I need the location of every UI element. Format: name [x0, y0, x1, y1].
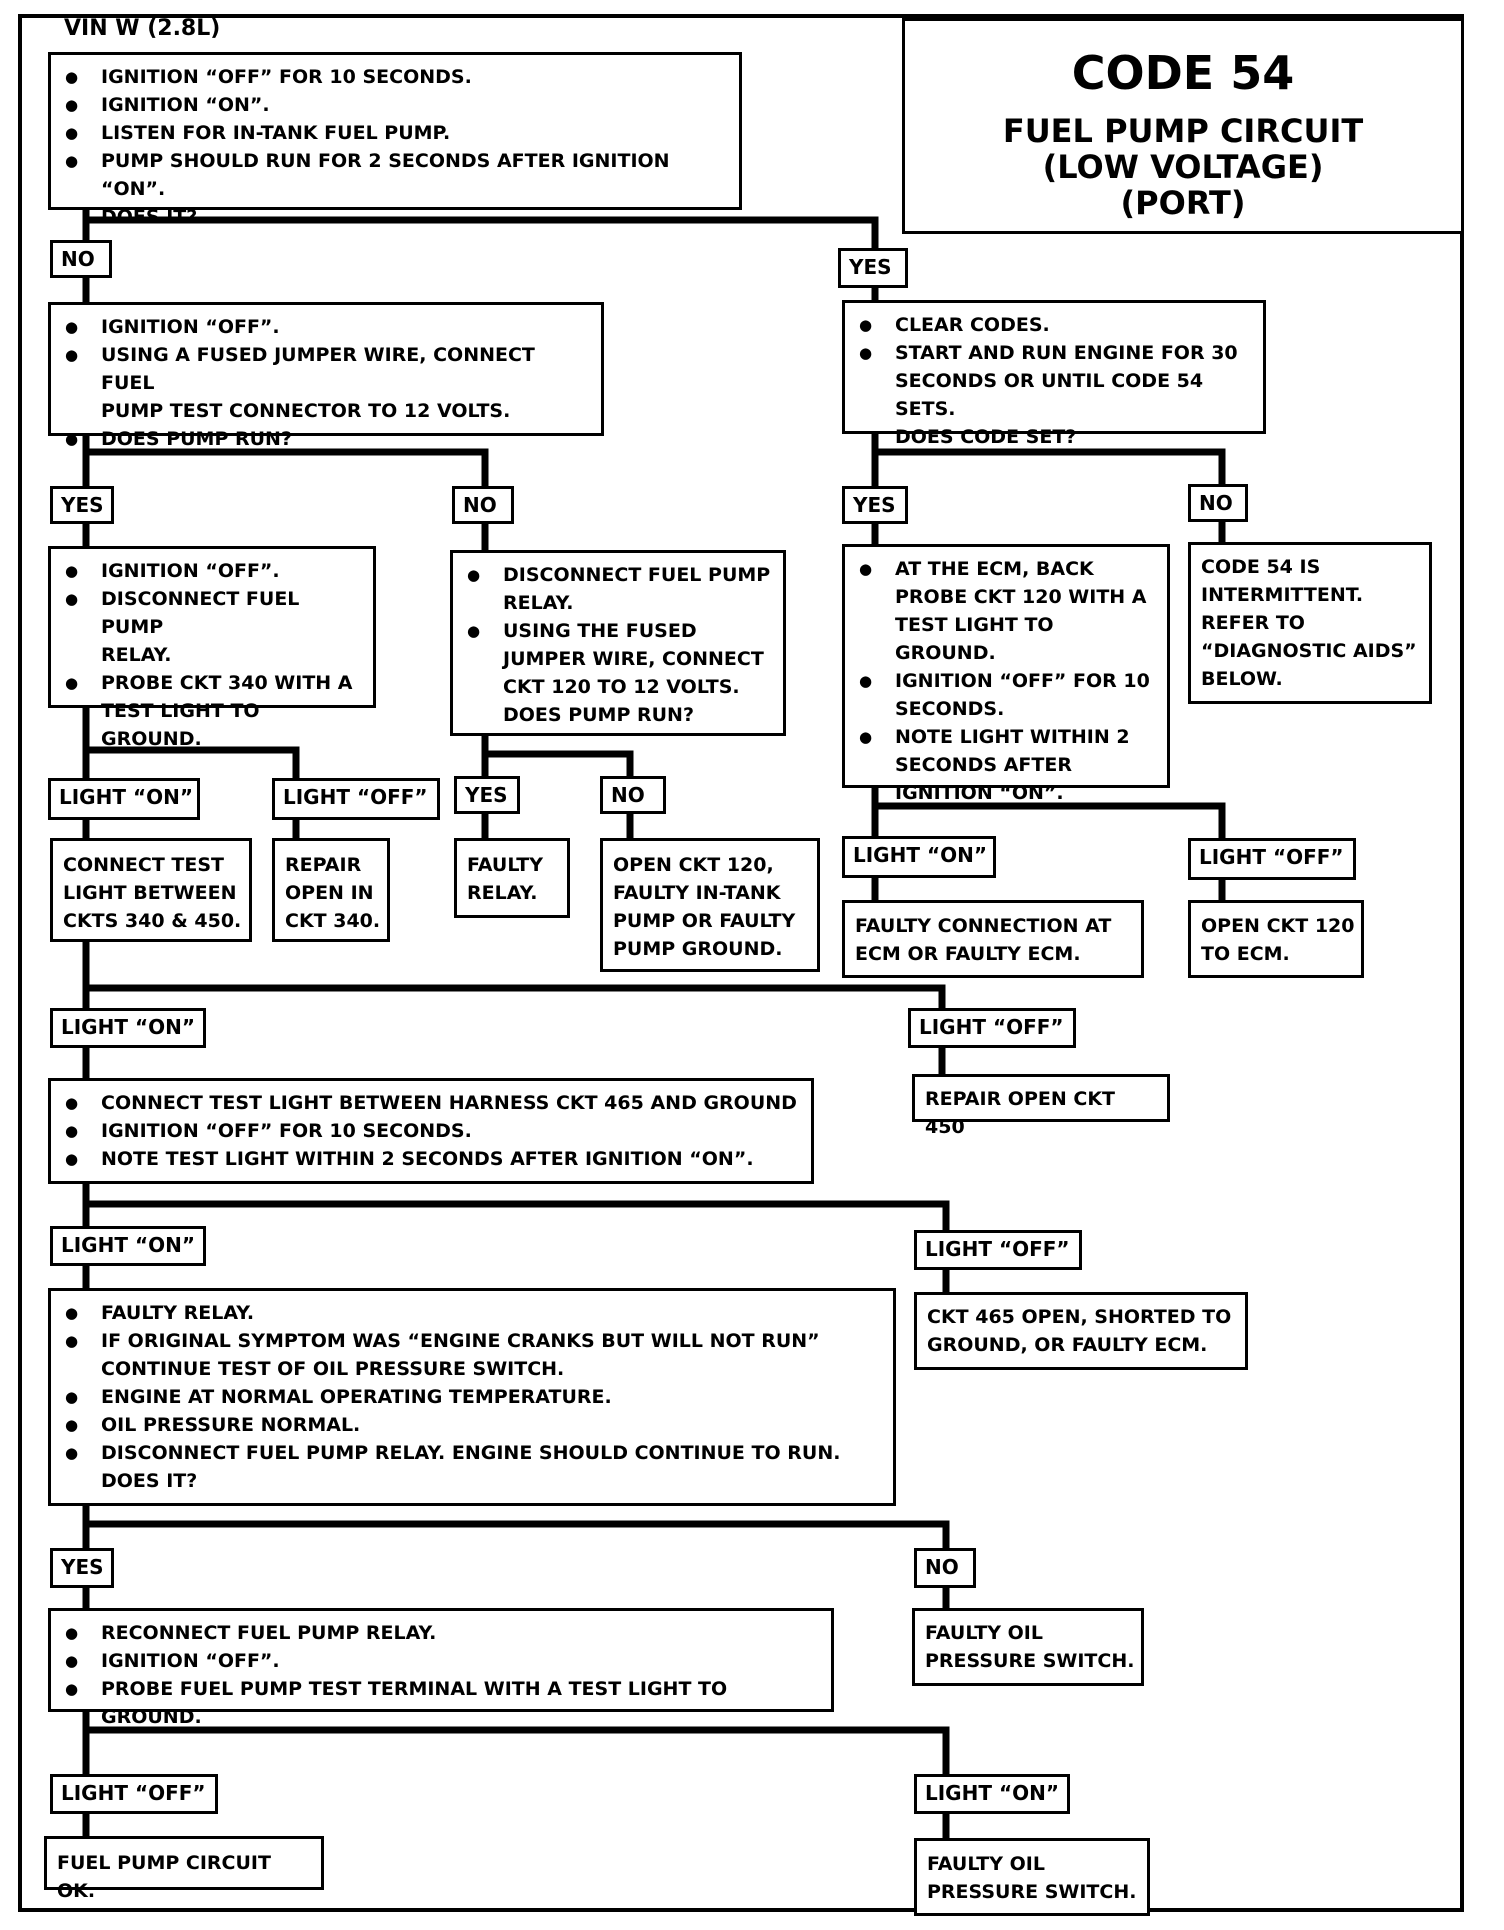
bullet-item: NOTE LIGHT WITHIN 2 SECONDS AFTER IGNITI… [857, 723, 1159, 807]
title-line-2: (LOW VOLTAGE) [1042, 148, 1324, 186]
branch-label-17: YES [50, 1548, 114, 1588]
bullet-item: OIL PRESSURE NORMAL. [63, 1411, 885, 1439]
bullet-item: DOES PUMP RUN? [63, 425, 593, 453]
bullet-item: IGNITION “OFF”. [63, 557, 365, 585]
connector-s16-no [82, 1520, 950, 1552]
connector-s18-on [82, 1726, 950, 1778]
bullet-item: IGNITION “OFF”. [63, 313, 593, 341]
connector-s6-off [871, 802, 1226, 842]
step-box-19: FAULTY OIL PRESSURE SWITCH. [912, 1608, 1144, 1686]
bullet-item: CLEAR CODES. [857, 311, 1255, 339]
step-box-1: IGNITION “OFF” FOR 10 SECONDS.IGNITION “… [48, 52, 742, 228]
bullet-item: DISCONNECT FUEL PUMP RELAY. [465, 561, 775, 617]
step-box-13: OPEN CKT 120 TO ECM. [1188, 900, 1364, 978]
bullet-item: IGNITION “OFF” FOR 10 SECONDS. [63, 1117, 803, 1145]
code-title: CODE 54 [1071, 46, 1295, 100]
connector-s4-off [82, 746, 300, 782]
branch-label-6: NO [1188, 484, 1248, 522]
step-box-11: OPEN CKT 120, FAULTY IN-TANK PUMP OR FAU… [600, 838, 820, 972]
bullet-item: AT THE ECM, BACK PROBE CKT 120 WITH A TE… [857, 555, 1159, 667]
branch-label-13: LIGHT “ON” [50, 1008, 206, 1048]
branch-label-18: NO [914, 1548, 976, 1588]
bullet-item: NOTE TEST LIGHT WITHIN 2 SECONDS AFTER I… [63, 1145, 803, 1173]
bullet-item: DISCONNECT FUEL PUMP RELAY. [63, 585, 365, 669]
step-box-14: CONNECT TEST LIGHT BETWEEN HARNESS CKT 4… [48, 1078, 814, 1184]
bullet-item: IGNITION “OFF” FOR 10 SECONDS. [63, 63, 731, 91]
step-box-18: RECONNECT FUEL PUMP RELAY.IGNITION “OFF”… [48, 1608, 834, 1728]
branch-label-15: LIGHT “ON” [50, 1226, 206, 1266]
step-box-5: DISCONNECT FUEL PUMP RELAY.USING THE FUS… [450, 550, 786, 736]
bullet-item: IGNITION “OFF” FOR 10 SECONDS. [857, 667, 1159, 723]
step-box-6: AT THE ECM, BACK PROBE CKT 120 WITH A TE… [842, 544, 1170, 804]
bullet-item: DISCONNECT FUEL PUMP RELAY. ENGINE SHOUL… [63, 1439, 885, 1495]
bullet-item: START AND RUN ENGINE FOR 30 SECONDS OR U… [857, 339, 1255, 451]
step-box-8: CONNECT TEST LIGHT BETWEEN CKTS 340 & 45… [50, 838, 252, 942]
title-line-3: (PORT) [1120, 184, 1246, 222]
branch-label-3: YES [50, 486, 114, 524]
branch-label-20: LIGHT “ON” [914, 1774, 1070, 1814]
step-box-2: IGNITION “OFF”.USING A FUSED JUMPER WIRE… [48, 302, 604, 453]
connector-s5-no [481, 750, 634, 780]
branch-label-16: LIGHT “OFF” [914, 1230, 1082, 1270]
branch-label-5: YES [842, 486, 908, 524]
title-box: CODE 54 FUEL PUMP CIRCUIT (LOW VOLTAGE) … [902, 18, 1464, 234]
step-box-21: FAULTY OIL PRESSURE SWITCH. [914, 1838, 1150, 1916]
bullet-item: IGNITION “OFF”. [63, 1647, 823, 1675]
bullet-item: USING A FUSED JUMPER WIRE, CONNECT FUEL … [63, 341, 593, 425]
bullet-item: ENGINE AT NORMAL OPERATING TEMPERATURE. [63, 1383, 885, 1411]
step-box-4: IGNITION “OFF”.DISCONNECT FUEL PUMP RELA… [48, 546, 376, 750]
step-box-3: CLEAR CODES.START AND RUN ENGINE FOR 30 … [842, 300, 1266, 448]
step-box-12: FAULTY CONNECTION AT ECM OR FAULTY ECM. [842, 900, 1144, 978]
bullet-item: PUMP SHOULD RUN FOR 2 SECONDS AFTER IGNI… [63, 147, 731, 231]
step-box-7: CODE 54 IS INTERMITTENT. REFER TO “DIAGN… [1188, 542, 1432, 704]
step-box-10: FAULTY RELAY. [454, 838, 570, 918]
branch-label-12: LIGHT “OFF” [1188, 838, 1356, 880]
branch-label-7: LIGHT “ON” [48, 778, 200, 820]
step-box-15: REPAIR OPEN CKT 450 [912, 1074, 1170, 1138]
connector-s3-no [871, 448, 1226, 488]
connector-s14-off [82, 1200, 950, 1234]
title-line-1: FUEL PUMP CIRCUIT [1002, 112, 1364, 150]
branch-label-19: LIGHT “OFF” [50, 1774, 218, 1814]
branch-label-8: LIGHT “OFF” [272, 778, 440, 820]
branch-label-14: LIGHT “OFF” [908, 1008, 1076, 1048]
step-box-9: REPAIR OPEN IN CKT 340. [272, 838, 390, 942]
bullet-item: PROBE FUEL PUMP TEST TERMINAL WITH A TES… [63, 1675, 823, 1731]
branch-label-2: YES [838, 248, 908, 288]
bullet-item: FAULTY RELAY. [63, 1299, 885, 1327]
branch-label-1: NO [50, 240, 112, 278]
step-box-16: FAULTY RELAY.IF ORIGINAL SYMPTOM WAS “EN… [48, 1288, 896, 1506]
bullet-item: IGNITION “ON”. [63, 91, 731, 119]
bullet-item: RECONNECT FUEL PUMP RELAY. [63, 1619, 823, 1647]
connector-s8-off [82, 984, 946, 1012]
step-box-17: CKT 465 OPEN, SHORTED TO GROUND, OR FAUL… [914, 1292, 1248, 1370]
bullet-item: LISTEN FOR IN-TANK FUEL PUMP. [63, 119, 731, 147]
branch-label-10: NO [600, 776, 666, 814]
step-box-20: FUEL PUMP CIRCUIT OK. [44, 1836, 324, 1902]
page-frame [18, 14, 1464, 1912]
branch-label-11: LIGHT “ON” [842, 836, 996, 878]
vin-title: VIN W (2.8L) [64, 16, 221, 41]
branch-label-4: NO [452, 486, 514, 524]
bullet-item: USING THE FUSED JUMPER WIRE, CONNECT CKT… [465, 617, 775, 729]
branch-label-9: YES [454, 776, 520, 814]
bullet-item: PROBE CKT 340 WITH A TEST LIGHT TO GROUN… [63, 669, 365, 753]
bullet-item: IF ORIGINAL SYMPTOM WAS “ENGINE CRANKS B… [63, 1327, 885, 1383]
connector-s2-no [82, 448, 489, 490]
bullet-item: CONNECT TEST LIGHT BETWEEN HARNESS CKT 4… [63, 1089, 803, 1117]
